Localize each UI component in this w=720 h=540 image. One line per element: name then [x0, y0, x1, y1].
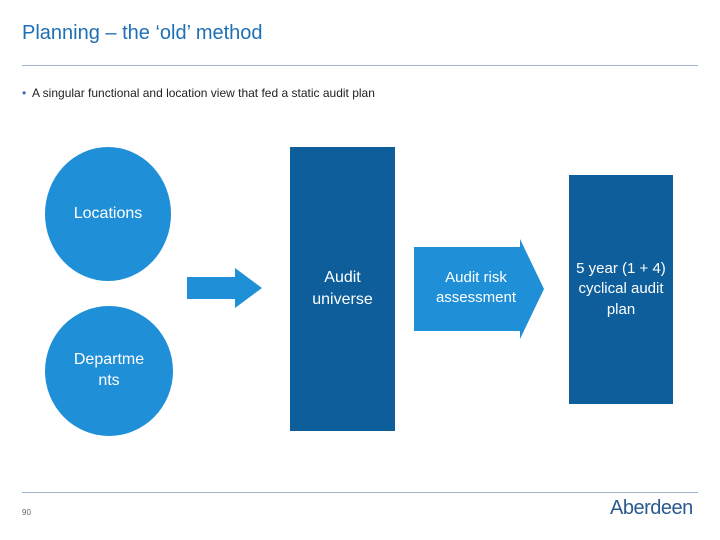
audit-plan-label: 5 year (1 + 4) cyclical audit plan [576, 260, 666, 318]
page-number: 90 [22, 508, 31, 517]
top-divider [22, 65, 698, 66]
locations-label: Locations [73, 204, 143, 222]
logo-text: Aberdeen [610, 497, 693, 519]
audit-risk-arrow-icon [414, 239, 544, 339]
departments-label: Departme nts [73, 351, 145, 389]
bottom-divider [22, 492, 698, 493]
bullet-text: A singular functional and location view … [32, 86, 375, 100]
bullet-icon: • [22, 86, 27, 100]
audit-universe-box: Audit universe [290, 147, 395, 431]
audit-risk-label: Audit risk assessment [435, 269, 517, 307]
audit-universe-label: Audit universe [312, 269, 373, 308]
departments-circle: Departme nts [45, 306, 173, 436]
small-arrow-icon [187, 268, 262, 308]
aberdeen-logo: Aberdeen [610, 497, 693, 520]
locations-circle: Locations [45, 147, 171, 281]
page-title: Planning – the ‘old’ method [22, 22, 263, 44]
bullet-point: • A singular functional and location view… [22, 86, 375, 100]
audit-plan-box: 5 year (1 + 4) cyclical audit plan [569, 175, 673, 404]
